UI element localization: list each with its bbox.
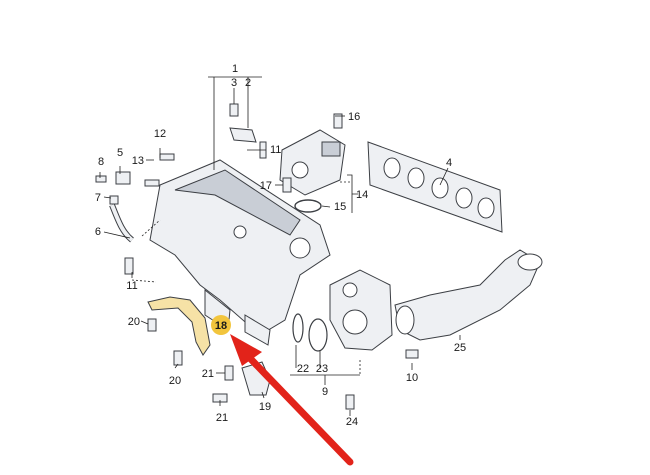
label-13: 13 — [132, 155, 144, 167]
bolt-13[interactable] — [144, 179, 160, 187]
label-23: 23 — [316, 363, 328, 375]
label-19: 19 — [259, 401, 271, 413]
bolt-20a[interactable] — [173, 350, 183, 366]
seal-22[interactable] — [292, 313, 304, 343]
bolt-16[interactable] — [333, 113, 343, 129]
gasket-4[interactable] — [367, 141, 503, 233]
callout-arrow-icon — [230, 334, 354, 466]
bolt-12[interactable] — [159, 153, 175, 161]
bolt-20b[interactable] — [147, 318, 157, 332]
bolt-21a[interactable] — [224, 365, 234, 381]
label-3: 3 — [231, 77, 237, 89]
label-6: 6 — [95, 226, 101, 238]
bolt-8[interactable] — [95, 175, 107, 183]
label-24: 24 — [346, 416, 358, 428]
label-21-lower: 21 — [216, 412, 228, 424]
label-14: 14 — [356, 189, 368, 201]
label-4: 4 — [446, 157, 452, 169]
label-7: 7 — [95, 192, 101, 204]
throttle-body[interactable] — [329, 269, 393, 351]
bolt-3[interactable] — [229, 103, 239, 117]
label-11-top: 11 — [270, 144, 281, 156]
label-18: 18 — [215, 320, 227, 332]
label-11-left: 11 — [126, 280, 137, 292]
label-8: 8 — [98, 156, 104, 168]
label-16: 16 — [348, 111, 360, 123]
label-1: 1 — [232, 63, 238, 75]
bracket-18[interactable] — [147, 296, 211, 356]
bolt-17[interactable] — [282, 177, 292, 193]
label-2: 2 — [245, 77, 251, 89]
label-25: 25 — [454, 342, 466, 354]
label-12: 12 — [154, 128, 166, 140]
bolt-24[interactable] — [345, 394, 355, 410]
sensor-2[interactable] — [229, 127, 257, 143]
o-ring-15[interactable] — [294, 199, 322, 213]
label-21-upper: 21 — [202, 368, 214, 380]
leader-lines — [99, 76, 461, 416]
highlight-circle-18 — [211, 315, 231, 335]
seal-23[interactable] — [308, 318, 328, 352]
label-22: 22 — [297, 363, 309, 375]
clip-7[interactable] — [109, 195, 119, 205]
label-10: 10 — [406, 372, 418, 384]
charge-air-pipe[interactable] — [394, 249, 543, 341]
bolt-10[interactable] — [405, 349, 419, 359]
sensor-5[interactable] — [115, 171, 131, 185]
label-5: 5 — [117, 147, 123, 159]
label-15: 15 — [334, 201, 346, 213]
label-17: 17 — [260, 180, 272, 192]
label-9: 9 — [322, 386, 328, 398]
valve-unit-14[interactable] — [279, 129, 346, 196]
label-20-lower: 20 — [169, 375, 181, 387]
sensor-11b[interactable] — [124, 257, 134, 275]
label-20-upper: 20 — [128, 316, 140, 328]
